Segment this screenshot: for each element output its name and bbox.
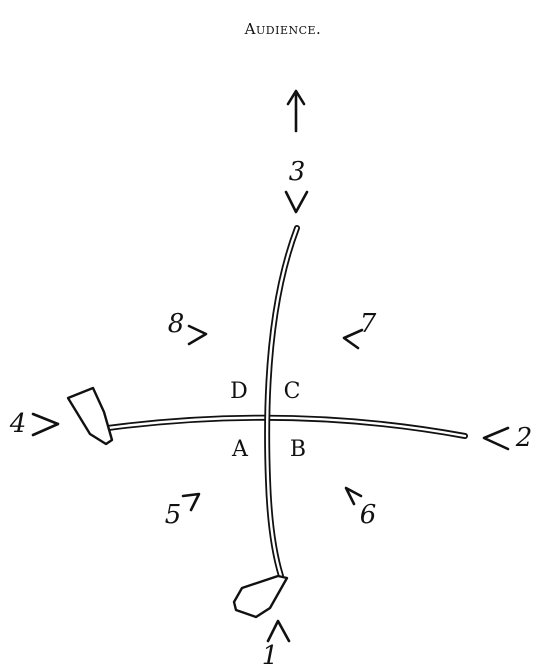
horizontal-pipe-bowl [66,386,114,446]
position-2-number: 2 [515,423,533,453]
position-5-number: 5 [165,500,182,530]
position-1-chevron [266,619,291,643]
quadrant-d-label: D [230,379,248,404]
position-5-chevron [181,492,201,512]
position-6-chevron [344,486,363,506]
position-1-number: 1 [262,641,279,670]
horizontal-pipe [66,386,468,446]
position-2-chevron [482,426,510,451]
quadrant-a-label: A [231,437,249,462]
position-7-number: 7 [360,309,377,339]
position-6-number: 6 [360,500,377,530]
position-8-number: 8 [168,309,185,339]
position-4-number: 4 [9,409,27,439]
position-3-number: 3 [289,157,306,187]
vertical-pipe [232,225,300,619]
position-4-chevron [31,412,60,437]
quadrant-b-label: B [290,437,306,462]
quadrant-c-label: C [284,379,301,404]
position-8-chevron [187,324,208,346]
audience-heading: Audience. [244,20,322,38]
position-7-chevron [342,328,364,350]
position-3-chevron [284,190,309,214]
audience-direction-arrow [286,89,306,133]
vertical-pipe-bowl [232,574,289,619]
